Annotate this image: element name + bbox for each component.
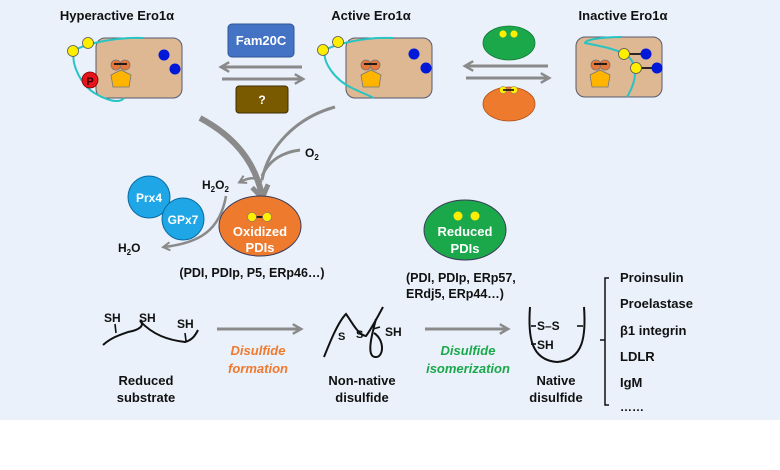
oxidized-pdi-regulator-icon [482,86,536,122]
substrate-example: Proinsulin [620,270,684,285]
substrate-examples-list: Proinsulin Proelastase β1 integrin LDLR … [620,270,693,414]
reduced-pdis: Reduced PDIs [423,199,507,261]
reduced-substrate-line2: substrate [117,390,176,405]
thiol-label: SH [385,325,402,339]
h2o2-output-arrow [237,175,263,184]
prx4-enzyme: Prx4 [127,175,171,219]
h2o2-reduction-arrow [161,195,228,252]
regulatory-cysteine-icon [420,62,432,74]
oxidized-pdis-line1: Oxidized [233,224,287,239]
non-native-disulfide-line1: Non-native [328,373,395,388]
substrate-example: β1 integrin [620,323,687,338]
oxidized-pdis: Oxidized PDIs [218,195,302,257]
unknown-phosphatase-box: ? [235,85,289,114]
free-cysteine-icon [453,211,463,221]
thiol-label: SH [104,311,121,325]
native-disulfide-bond-label: S–S [537,319,560,333]
h2o-label: H2O [118,241,140,257]
disulfide-cysteine-icon [247,212,257,222]
fad-cofactor-icon [589,59,611,88]
electron-flow-arrow [260,105,336,181]
thiol-label: SH [139,311,156,325]
reduced-pdi-members-line1: (PDI, PDIp, ERp57, [406,271,516,285]
o2-label: O2 [305,146,319,162]
phospho-label: P [86,76,93,88]
native-disulfide-icon: S–S SH [528,306,586,364]
cysteine-disulfide-icon [630,62,642,74]
fad-cofactor-icon [360,59,382,88]
free-cysteine-icon [317,44,329,56]
regulatory-cysteine-icon [158,49,170,61]
reduced-pdis-line1: Reduced [438,224,493,239]
substrate-example: IgM [620,375,642,390]
hyperactive-title: Hyperactive Ero1α [60,8,174,23]
gpx7-enzyme: GPx7 [161,197,205,241]
regulatory-cysteine-icon [651,62,663,74]
sulfur-label: S [356,329,363,341]
gpx7-label: GPx7 [168,213,199,227]
regulatory-cysteine-icon [640,48,652,60]
phosphorylation-icon [81,71,99,89]
regulatory-cysteine-icon [408,48,420,60]
fad-cofactor-icon [110,59,132,88]
cysteine-disulfide-icon [618,48,630,60]
native-disulfide-line2: disulfide [529,390,582,405]
hyperactive-ero1-protein: P [67,36,183,102]
active-ero1-protein [317,36,433,99]
disulfide-isomerization-line2: isomerization [426,361,510,376]
regulatory-cysteine-icon [169,63,181,75]
fam20c-box: Fam20C [227,23,295,58]
oxygen-input-arrow [260,148,301,177]
substrate-example: LDLR [620,349,655,364]
free-cysteine-icon [67,45,79,57]
oxidized-pdis-line2: PDIs [246,240,275,255]
active-title: Active Ero1α [331,8,411,23]
non-native-disulfide-icon: S S SH [323,306,402,358]
non-native-disulfide-line2: disulfide [335,390,388,405]
substrate-examples-bracket [600,277,609,406]
disulfide-formation-line1: Disulfide [231,343,286,358]
substrate-example-more: …… [620,400,644,414]
inactive-ero1-protein [575,36,663,98]
sulfur-label: S [338,331,345,343]
free-cysteine-icon [470,211,480,221]
h2o2-label: H2O2 [202,178,229,194]
disulfide-formation-line2: formation [228,361,288,376]
thiol-label: SH [177,317,194,331]
oxidized-pdi-members: (PDI, PDIp, P5, ERp46…) [179,266,324,280]
reduced-pdi-regulator-icon [482,25,536,61]
substrate-example: Proelastase [620,296,693,311]
free-cysteine-icon [332,36,344,48]
fam20c-label: Fam20C [236,33,287,48]
prx4-label: Prx4 [136,191,162,205]
inactive-title: Inactive Ero1α [579,8,668,23]
native-disulfide-line1: Native [536,373,575,388]
free-cysteine-icon [82,37,94,49]
disulfide-isomerization-line1: Disulfide [441,343,496,358]
electron-transfer-arrow [198,115,271,203]
reduced-substrate-line1: Reduced [119,373,174,388]
reduced-pdis-line2: PDIs [451,241,480,256]
reduced-pdi-members-line2: ERdj5, ERp44…) [406,287,504,301]
native-thiol-label: SH [537,338,554,352]
reduced-substrate-icon: SH SH SH [102,311,199,346]
disulfide-cysteine-icon [262,212,272,222]
unknown-phosphatase-label: ? [258,93,265,107]
